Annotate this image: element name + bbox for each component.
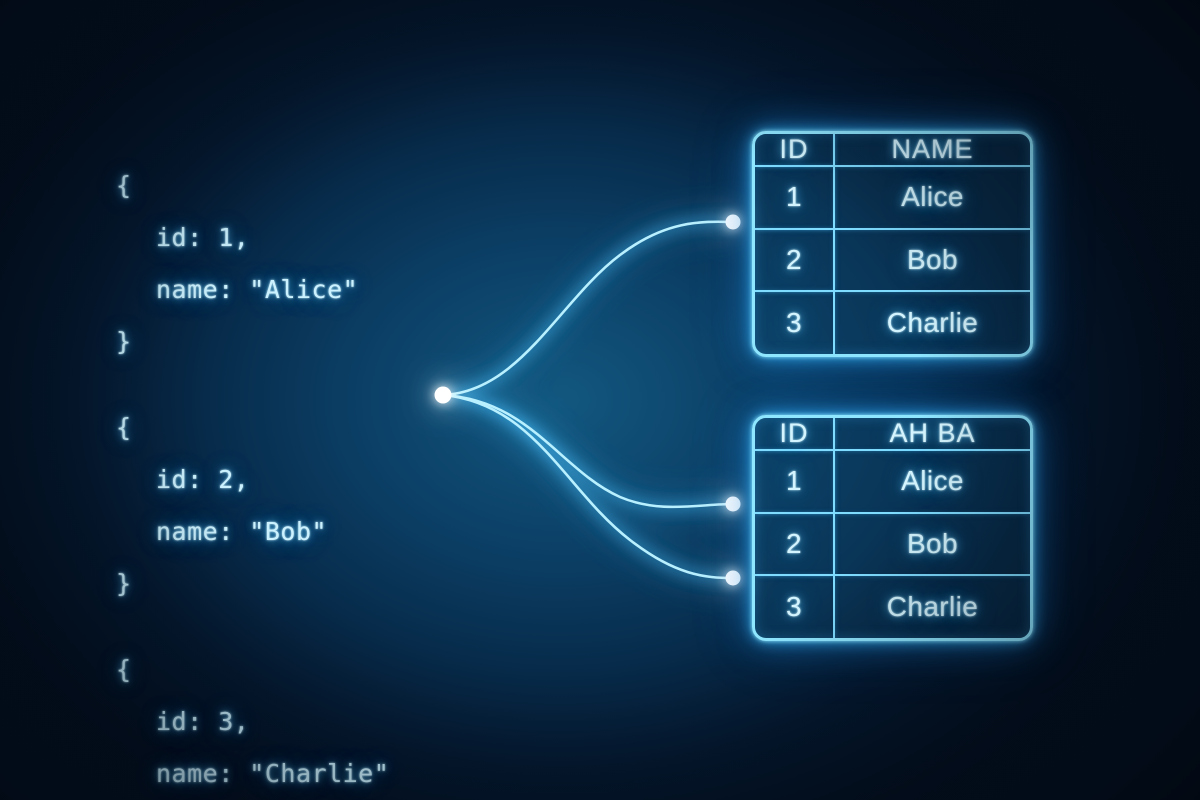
- table-header-row: ID NAME: [755, 134, 1030, 167]
- column-header-id: ID: [755, 418, 835, 451]
- column-header-name: NAME: [834, 134, 1030, 167]
- json-open-brace: {: [116, 171, 132, 200]
- table-users-secondary: ID AH BA 1 Alice 2 Bob 3 Charlie: [752, 415, 1033, 641]
- json-open-brace: {: [116, 655, 132, 684]
- table-row[interactable]: 1 Alice: [755, 450, 1030, 514]
- cell-id: 1: [755, 166, 835, 230]
- json-field-name: name: "Charlie": [156, 759, 390, 788]
- table-users: ID NAME 1 Alice 2 Bob 3 Charlie: [752, 131, 1033, 357]
- table-header-row: ID AH BA: [755, 418, 1030, 451]
- cell-name: Bob: [834, 512, 1030, 577]
- json-field-name: name: "Bob": [156, 517, 328, 546]
- cell-name: Bob: [834, 228, 1030, 293]
- json-field-id: id: 2,: [156, 465, 250, 494]
- json-open-brace: {: [116, 413, 132, 442]
- cell-name: Charlie: [886, 307, 979, 339]
- cell-id: 3: [755, 291, 835, 354]
- column-header-id: ID: [755, 134, 835, 167]
- table-row[interactable]: 2 Bob: [755, 512, 1030, 577]
- json-object-block: { id: 2, name: "Bob" }: [116, 402, 536, 610]
- table-row[interactable]: 3 Charlie: [755, 575, 1030, 638]
- json-objects-panel: { id: 1, name: "Alice" } { id: 2, name: …: [116, 160, 536, 800]
- endpoint-top[interactable]: [725, 214, 741, 230]
- column-header-name: AH BA: [834, 418, 1030, 451]
- table-row[interactable]: 1 Alice: [755, 166, 1030, 230]
- cell-id: 1: [755, 450, 835, 514]
- endpoint-bottom[interactable]: [725, 570, 741, 586]
- json-object-block: { id: 3, name: "Charlie" }: [116, 644, 536, 800]
- cell-name: Alice: [834, 450, 1030, 514]
- cell-id: 2: [755, 228, 835, 293]
- json-field-name: name: "Alice": [156, 275, 359, 304]
- endpoint-middle[interactable]: [725, 496, 741, 512]
- json-object-block: { id: 1, name: "Alice" }: [116, 160, 536, 368]
- cell-id: 3: [755, 575, 835, 638]
- cell-name: Charlie: [886, 591, 979, 623]
- table-row[interactable]: 3 Charlie: [755, 291, 1030, 354]
- json-close-brace: }: [116, 327, 132, 356]
- cell-name: Alice: [834, 166, 1030, 230]
- json-field-id: id: 3,: [156, 707, 250, 736]
- cell-id: 2: [755, 512, 835, 577]
- table-row[interactable]: 2 Bob: [755, 228, 1030, 293]
- json-close-brace: }: [116, 569, 132, 598]
- json-field-id: id: 1,: [156, 223, 250, 252]
